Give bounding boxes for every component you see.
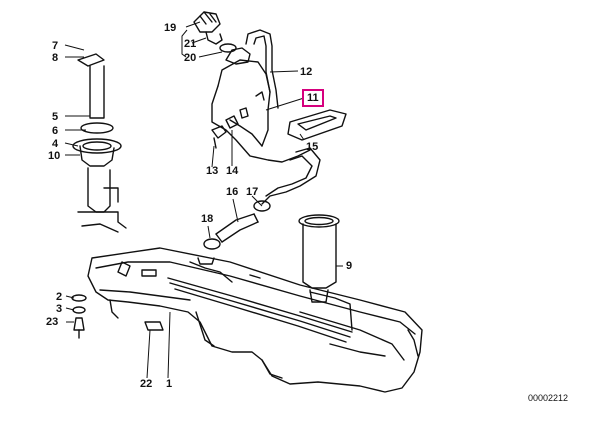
callout-4[interactable]: 4: [52, 138, 59, 150]
callout-12[interactable]: 12: [300, 66, 313, 78]
callout-9[interactable]: 9: [346, 260, 353, 272]
callout-11-highlighted[interactable]: 11: [302, 89, 324, 107]
hose-drawing: [203, 200, 271, 250]
fitting-13-14-drawing: [211, 115, 239, 149]
callout-7[interactable]: 7: [52, 40, 59, 52]
filler-neck-drawing: [211, 29, 321, 205]
callout-22[interactable]: 22: [140, 378, 153, 390]
sender-unit-9-drawing: [298, 214, 340, 303]
bolts-drawing: [71, 294, 87, 339]
callout-19[interactable]: 19: [164, 22, 177, 34]
callout-5[interactable]: 5: [52, 111, 59, 123]
callout-20[interactable]: 20: [184, 52, 197, 64]
callout-21[interactable]: 21: [184, 38, 197, 50]
callout-10[interactable]: 10: [48, 150, 61, 162]
callout-16[interactable]: 16: [226, 186, 239, 198]
leader-lines: [64, 21, 343, 379]
callout-17[interactable]: 17: [246, 186, 259, 198]
callout-18[interactable]: 18: [201, 213, 214, 225]
filler-cap-drawing: [193, 11, 237, 53]
callout-3[interactable]: 3: [56, 303, 63, 315]
callout-15[interactable]: 15: [306, 141, 319, 153]
bracket-drawing: [287, 109, 347, 141]
callout-23[interactable]: 23: [46, 316, 59, 328]
callout-13[interactable]: 13: [206, 165, 219, 177]
fuel-tank-drawing: [87, 247, 423, 393]
callout-6[interactable]: 6: [52, 125, 59, 137]
drawing-reference-number: 00002212: [528, 393, 569, 403]
callout-1[interactable]: 1: [166, 378, 173, 390]
pump-assembly-drawing: [72, 53, 127, 233]
callout-14[interactable]: 14: [226, 165, 239, 177]
callout-2[interactable]: 2: [56, 291, 63, 303]
callout-8[interactable]: 8: [52, 52, 59, 64]
